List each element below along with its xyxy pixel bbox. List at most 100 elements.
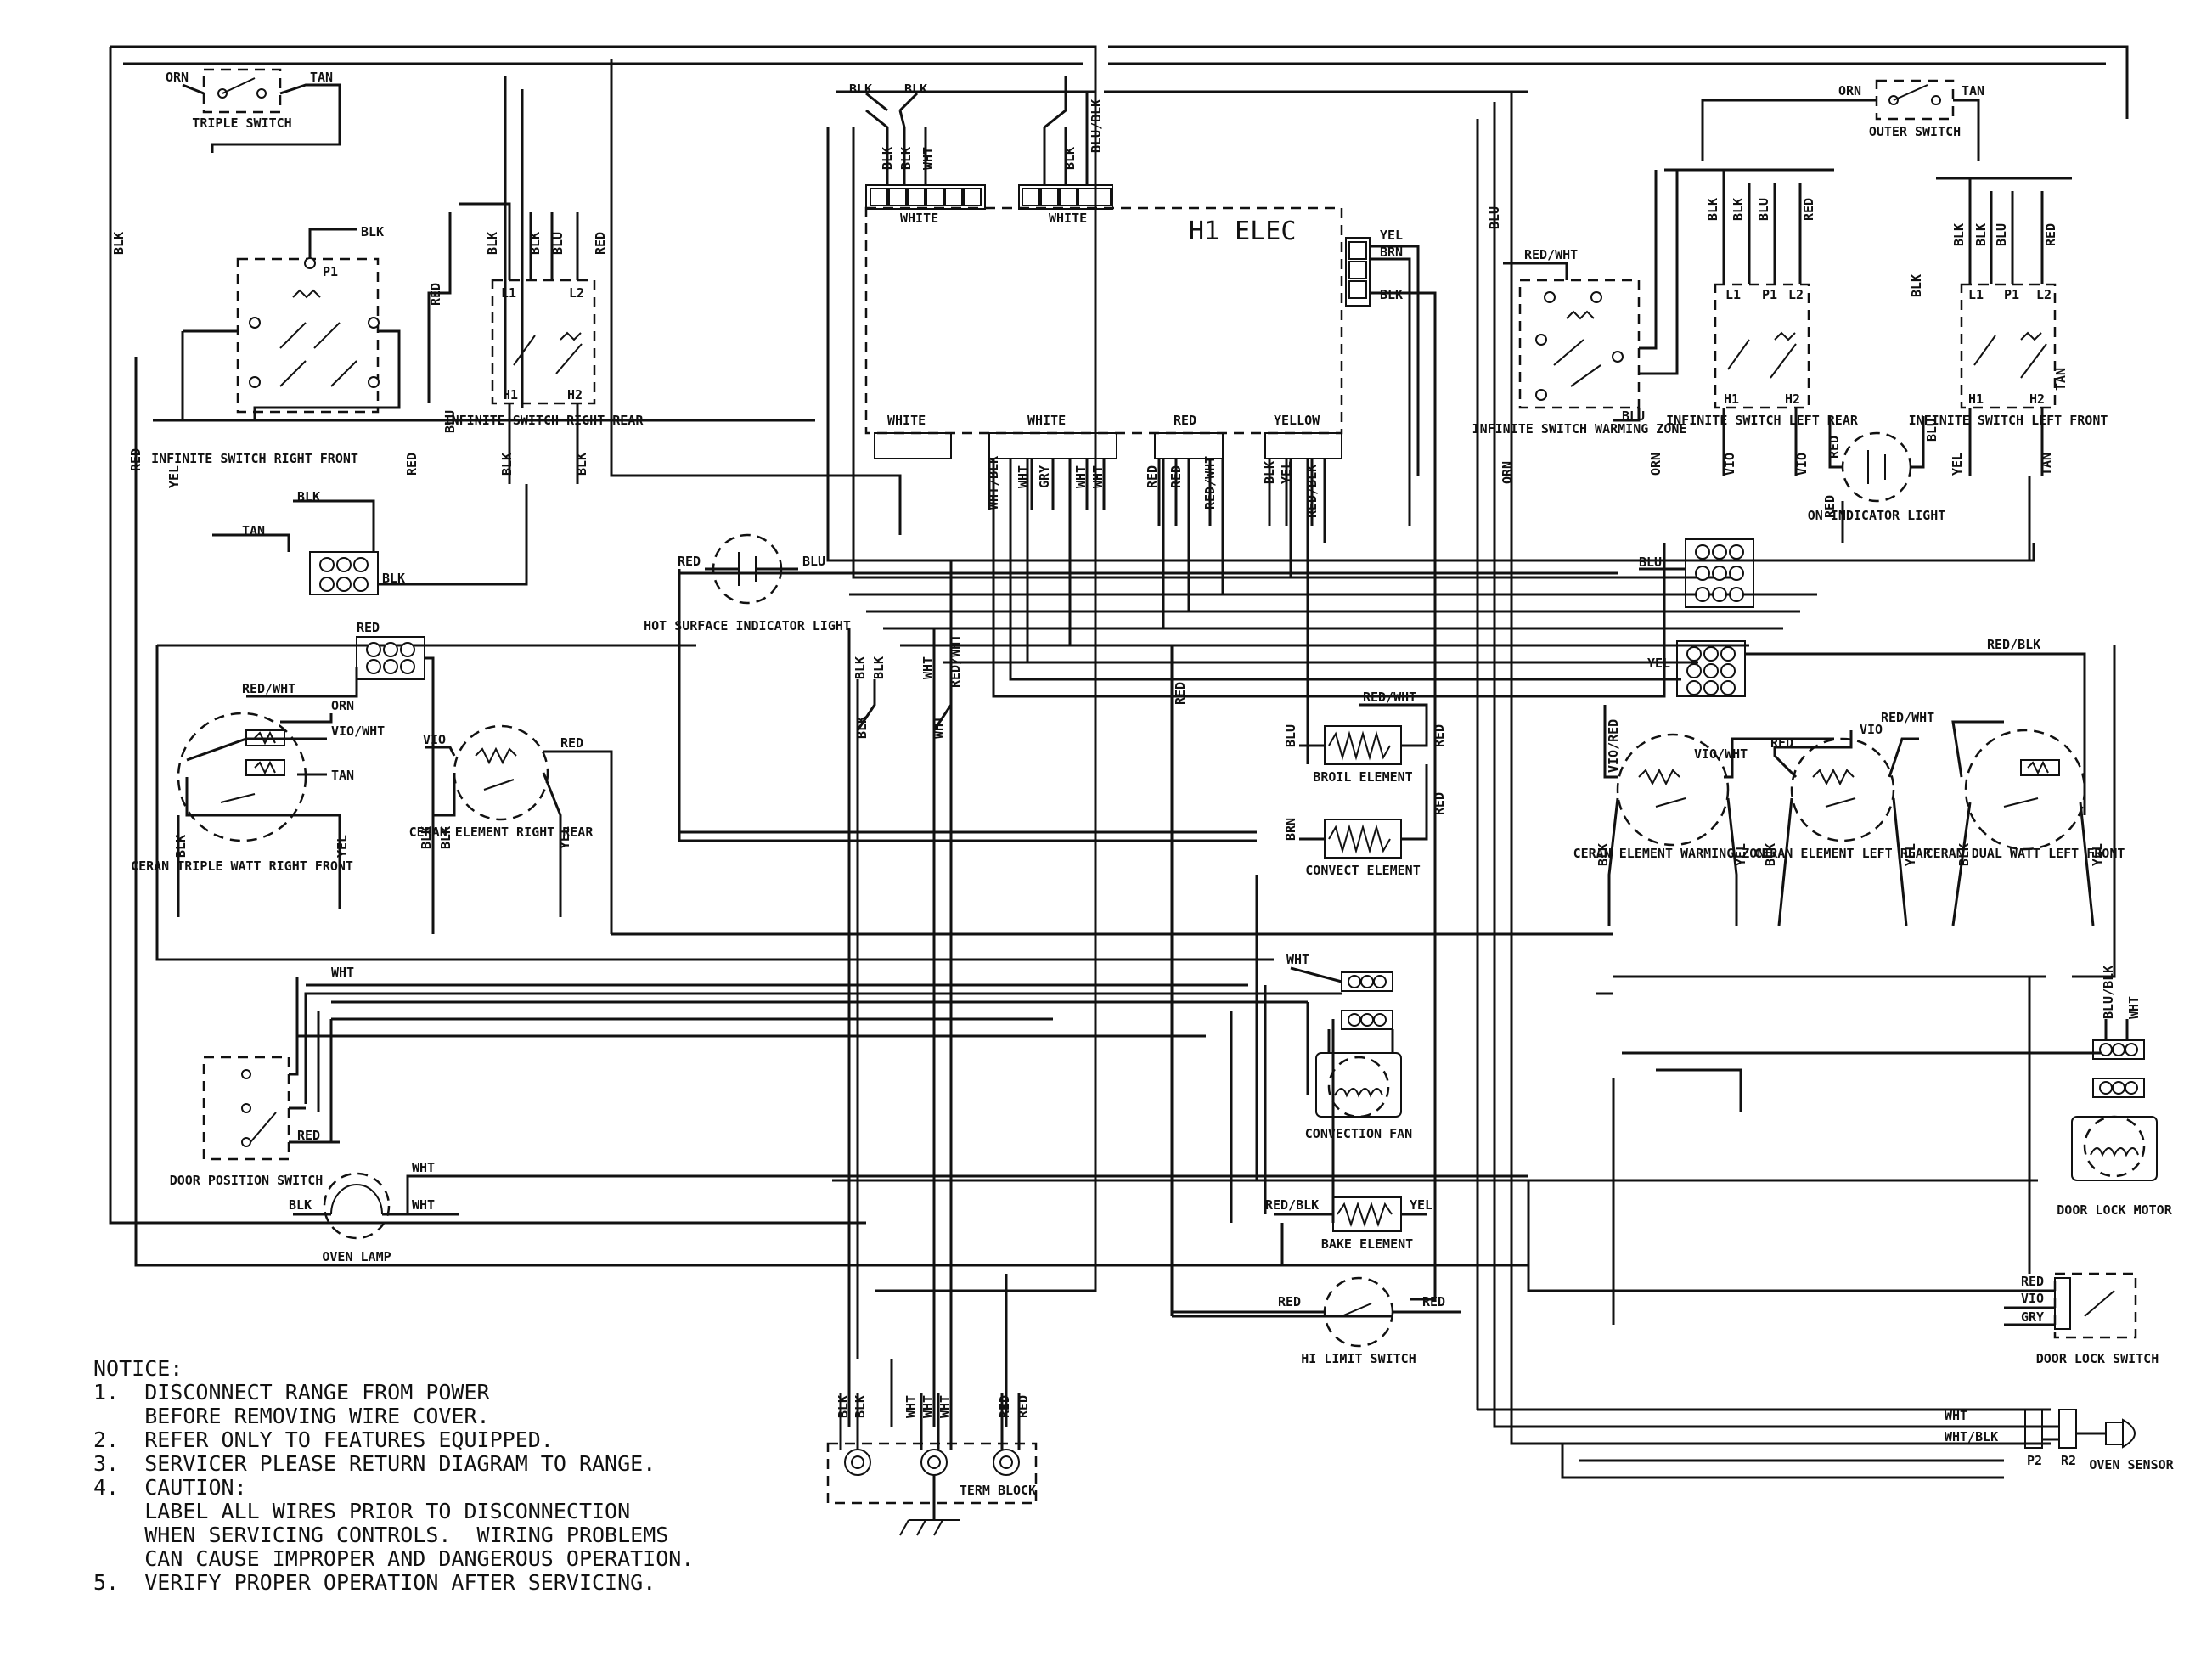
wire-label: TAN — [331, 768, 354, 783]
wire-label: BLK — [1763, 843, 1778, 866]
on-indicator-light: RED BLU RED ON INDICATOR LIGHT — [1808, 416, 1945, 543]
wire-label: WHT — [412, 1197, 435, 1213]
wire-label: RED — [1422, 1294, 1445, 1309]
notice-heading: NOTICE: — [93, 1356, 183, 1381]
wire-label: ORN — [331, 698, 354, 713]
wire-label: RED — [1770, 735, 1793, 751]
wire-label: TAN — [2039, 453, 2054, 476]
wire-label: BLK — [904, 82, 927, 97]
wire-label: RED/BLK — [1265, 1197, 1319, 1213]
wire-label: RED — [1822, 495, 1838, 518]
component-label: DOOR LOCK SWITCH — [2036, 1351, 2159, 1366]
wire-label: GRY — [2021, 1309, 2044, 1325]
terminal-label: H2 — [1785, 391, 1800, 407]
wire-label: YEL — [335, 835, 350, 858]
infinite-switch-left-front: L1 P1 L2 H1 H2 BLK BLK BLK BLU RED TAN Y… — [1909, 177, 2108, 476]
door-lock-switch: RED VIO GRY DOOR LOCK SWITCH — [2004, 1272, 2159, 1366]
wire-label: VIO — [1722, 453, 1737, 476]
component-label: INFINITE SWITCH RIGHT FRONT — [151, 451, 358, 466]
wire-label: WHT — [412, 1160, 435, 1175]
wire-label: BLK — [853, 656, 868, 679]
connector-label: WHITE — [887, 413, 926, 428]
wire-label: RED — [297, 1128, 320, 1143]
wire-label: WHT — [1016, 465, 1031, 488]
wire-label: RED/WHT — [1363, 690, 1416, 705]
ceran-element-warming-zone: VIO/RED VIO/WHT BLK YEL CERAN ELEMENT WA… — [1573, 705, 1834, 926]
wire-label: RED — [1801, 198, 1816, 221]
wire-label: BLU — [1924, 419, 1939, 442]
h1-elec-control-board: H1 ELEC WHITE WHITE WHITE WHITE RED YELL… — [849, 76, 1437, 1301]
pin-row — [1022, 188, 1112, 206]
wire-label: BLK — [854, 716, 870, 739]
wire-label: BLU — [802, 554, 825, 569]
wire-label: YEL — [1279, 461, 1294, 484]
wire-label: BLK — [173, 835, 189, 858]
wire-label: VIO — [2021, 1291, 2044, 1306]
terminal-label: L1 — [1725, 287, 1741, 302]
terminal-label: H1 — [503, 387, 518, 403]
wire-label: TAN — [2053, 368, 2068, 391]
component-label: INFINITE SWITCH WARMING ZONE — [1472, 421, 1687, 436]
wire-label: VIO — [1794, 453, 1810, 476]
infinite-switch-right-rear: L1 L2 H1 H2 BLK BLK BLU RED RED BLU INFI… — [427, 202, 644, 484]
wire-label: YEL — [1733, 843, 1748, 866]
wire-label: VIO/WHT — [1694, 746, 1748, 762]
wire-label: YEL — [557, 826, 572, 849]
connector-label: YELLOW — [1274, 413, 1320, 428]
wire-label: BLK — [1380, 287, 1403, 302]
pin-row — [870, 188, 982, 206]
wire-label: GRY — [1037, 465, 1052, 488]
wire-label: TAN — [1962, 83, 1984, 99]
wire-label: RED — [678, 554, 701, 569]
wire-label: WHT — [331, 965, 354, 980]
notice-item: BEFORE REMOVING WIRE COVER. — [93, 1404, 490, 1428]
wire-label: BLK — [499, 453, 515, 476]
wire-label: ORN — [1500, 461, 1515, 484]
terminal-label: P1 — [2004, 287, 2019, 302]
door-position-switch: RED WHT DOOR POSITION SWITCH — [170, 965, 1342, 1188]
wire-label: BLK — [361, 224, 384, 239]
component-label: OVEN SENSOR — [2089, 1457, 2174, 1472]
connector-label: WHITE — [1027, 413, 1066, 428]
wire-label: BLK — [1951, 223, 1967, 246]
wire-label: BLK — [836, 1395, 851, 1418]
wire-label: BLK — [111, 232, 127, 255]
wire-label: BLK — [1062, 147, 1078, 170]
wire-label: RED — [1173, 682, 1188, 705]
wire-label: BLK — [871, 656, 886, 679]
door-lock-motor: BLU/BLK WHT DOOR LOCK MOTOR — [2057, 966, 2172, 1218]
wire-label: RED/WHT — [1881, 710, 1934, 725]
convection-fan: WHT CONVECTION FAN — [1286, 952, 1412, 1141]
wire-label: WHT — [937, 1395, 953, 1418]
wire-bundle — [109, 45, 2129, 1479]
wire-label: BLK — [880, 147, 895, 170]
wire-group-mid: BLK BLK WHT RED/WHT BLK WHT RED — [853, 634, 1188, 1359]
wire-label: WHT/BLK — [986, 456, 1001, 510]
wire-label: BLK — [1956, 843, 1972, 866]
wire-label: BLK — [1705, 198, 1720, 221]
wire-label: BLK — [1731, 198, 1746, 221]
wire-label: RED — [1168, 465, 1184, 488]
terminal-label: L2 — [1788, 287, 1804, 302]
connector-label: P2 — [2027, 1453, 2042, 1468]
wire-label: BLK — [853, 1395, 868, 1418]
wire-label: BRN — [1283, 818, 1298, 841]
wire-label: RED — [128, 448, 144, 471]
wire-label: WHT — [2126, 996, 2142, 1019]
wire-label: WHT/BLK — [1945, 1429, 1998, 1444]
wire-label: BLK — [849, 82, 872, 97]
component-label: TRIPLE SWITCH — [192, 115, 291, 131]
wire-label: YEL — [166, 465, 182, 488]
wire-label: BLU — [550, 232, 566, 255]
wire-label: VIO — [1860, 722, 1883, 737]
oven-sensor: WHT WHT/BLK P2 R2 OVEN SENSOR — [1945, 1408, 2175, 1472]
terminal-label: H1 — [1724, 391, 1739, 407]
convect-element: BRN RED CONVECT ELEMENT — [1283, 764, 1447, 878]
terminal-label: L2 — [2036, 287, 2052, 302]
wire-label: RED — [1826, 436, 1842, 459]
terminal-label: L1 — [1968, 287, 1984, 302]
component-label: BROIL ELEMENT — [1313, 769, 1412, 785]
wire-label: RED — [428, 283, 443, 306]
notice-block: NOTICE:1. DISCONNECT RANGE FROM POWER BE… — [93, 1357, 694, 1595]
wire-label: RED/BLK — [1987, 637, 2040, 652]
